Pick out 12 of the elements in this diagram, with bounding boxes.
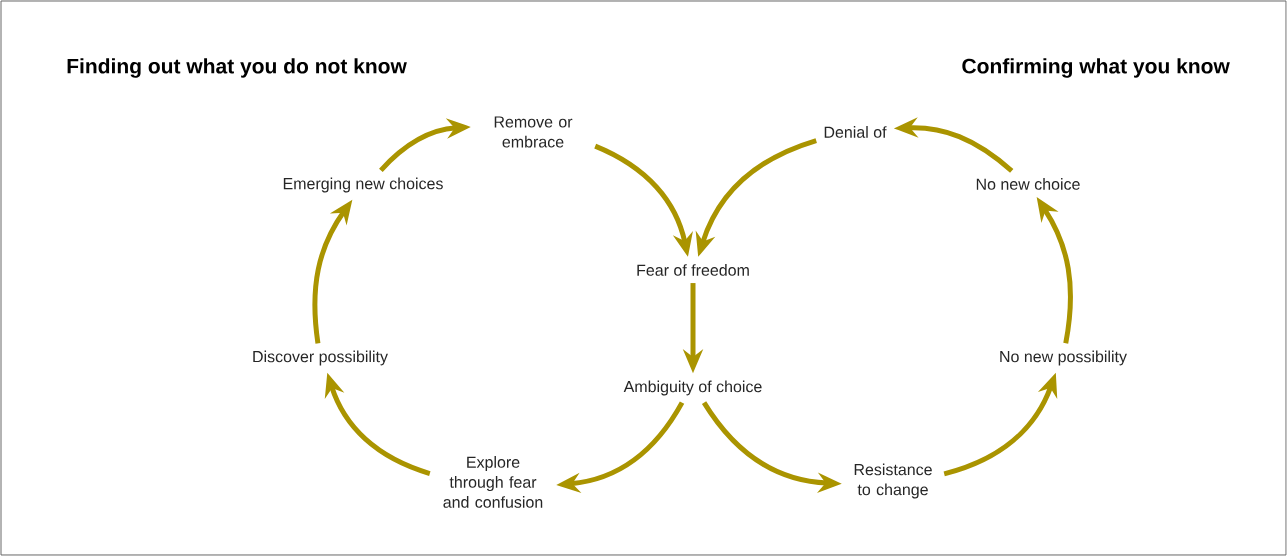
- step-label: Resistance to change: [854, 463, 932, 499]
- step-label: No new choice: [976, 178, 1080, 190]
- step-label: Discover possibility: [253, 350, 388, 366]
- step-label: Explore through fear and confusion: [443, 456, 543, 508]
- step-label: Ambiguity of choice: [623, 380, 762, 396]
- step-label: Remove or embrace: [494, 116, 573, 148]
- step-label: No new possibility: [1000, 350, 1127, 366]
- step-label: Emerging new choices: [283, 177, 443, 193]
- heading: Confirming what you know: [962, 58, 1230, 78]
- step-label: Denial of: [824, 126, 887, 138]
- step-label: Fear of freedom: [637, 264, 749, 276]
- heading: Finding out what you do not know: [67, 58, 407, 78]
